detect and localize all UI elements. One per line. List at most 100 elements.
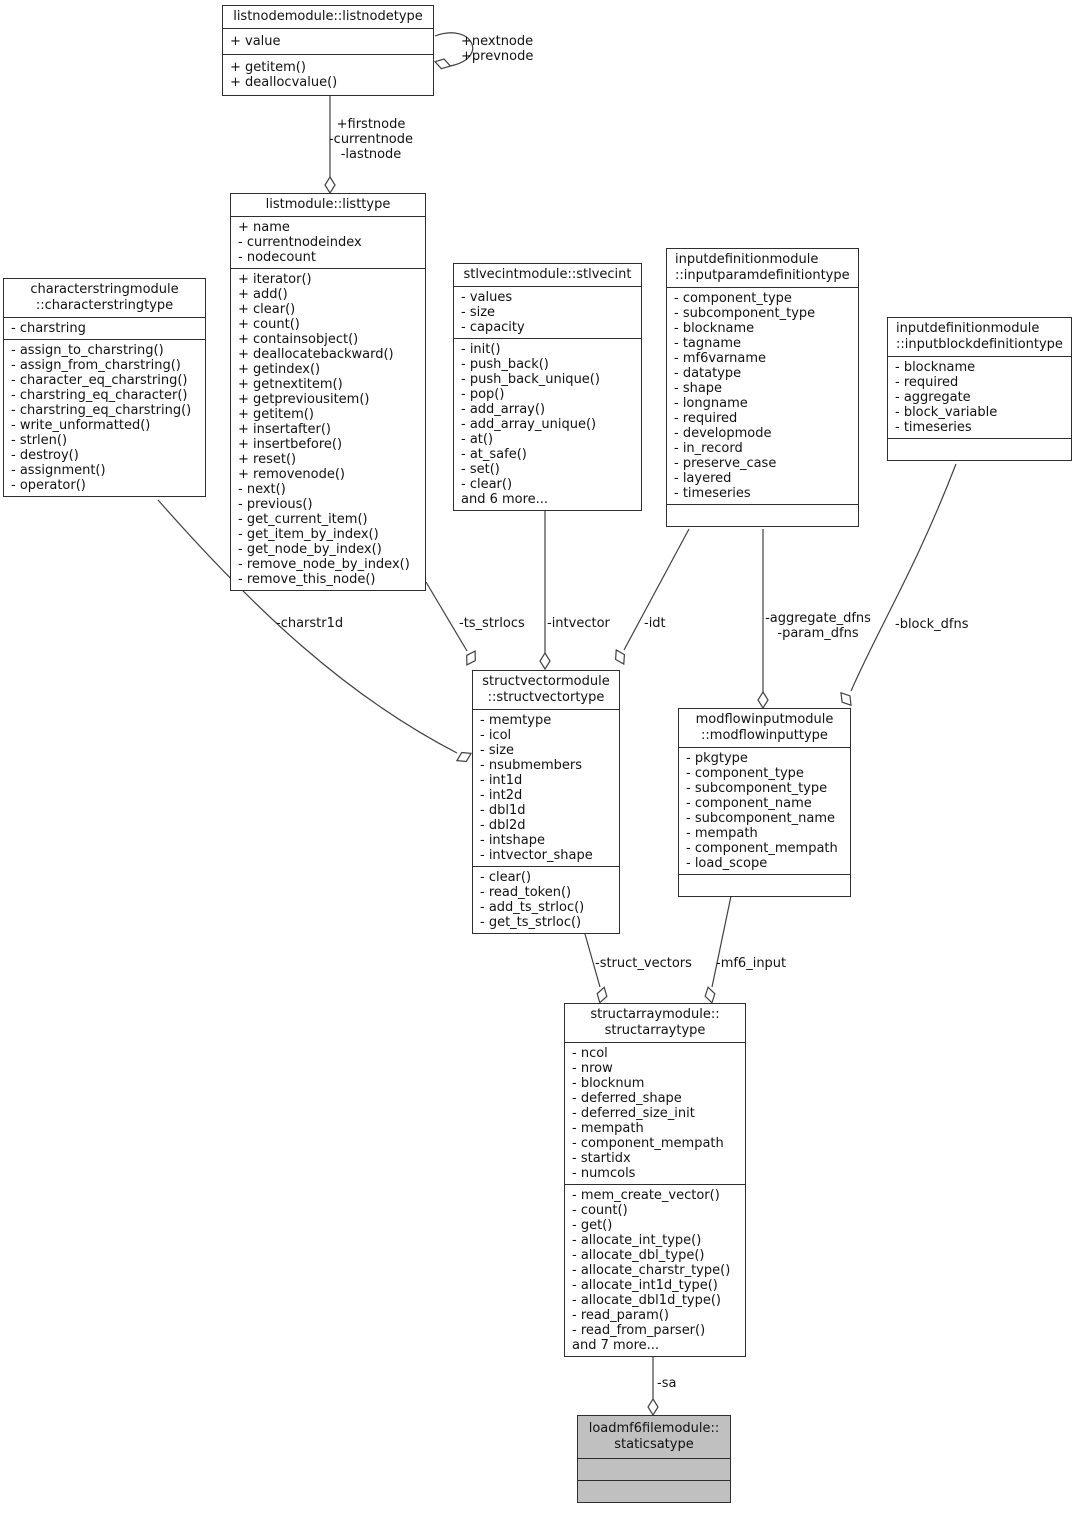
class-node-stlvecint[interactable]: stlvecintmodule::stlvecint - values- siz… xyxy=(453,263,642,511)
attribute: - blockname xyxy=(674,321,755,336)
attribute: - deferred_size_init xyxy=(572,1106,695,1121)
class-title: listmodule::listtype xyxy=(231,194,425,217)
edge-label-mf6-input: -mf6_input xyxy=(716,956,787,971)
attribute: - capacity xyxy=(461,320,525,335)
method: + getindex() xyxy=(238,362,321,377)
edge-line xyxy=(434,32,474,67)
class-node-modflowinputtype[interactable]: modflowinputmodule ::modflowinputtype - … xyxy=(678,708,851,897)
method: - at() xyxy=(461,432,494,447)
attribute: - size xyxy=(480,743,515,758)
aggregation-diamond-icon xyxy=(596,986,608,1004)
attribute: - timeseries xyxy=(895,420,972,435)
edge-struct-vectors xyxy=(584,933,608,1004)
aggregation-diamond-icon xyxy=(840,691,852,707)
methods-list xyxy=(578,1480,730,1502)
class-title: inputdefinitionmodule ::inputparamdefini… xyxy=(667,249,858,288)
class-title: listnodemodule::listnodetype xyxy=(223,6,433,29)
attribute: - subcomponent_name xyxy=(686,811,835,826)
methods-list xyxy=(888,438,1071,460)
attribute: - developmode xyxy=(674,426,772,441)
method: - write_unformatted() xyxy=(11,418,151,433)
class-node-characterstringtype[interactable]: characterstringmodule ::characterstringt… xyxy=(3,278,206,497)
edge-label-idt: -idt xyxy=(644,616,666,631)
edge-line xyxy=(584,933,601,988)
methods-list: + iterator()+ add()+ clear()+ count()+ c… xyxy=(231,268,425,590)
attribute: - icol xyxy=(480,728,512,743)
attribute: - component_mempath xyxy=(572,1136,724,1151)
class-title: stlvecintmodule::stlvecint xyxy=(454,264,641,287)
method: + deallocvalue() xyxy=(230,75,338,90)
edge-label-block-dfns: -block_dfns xyxy=(895,617,969,632)
attribute: - component_type xyxy=(674,291,792,306)
edge-line xyxy=(623,528,690,651)
attribute: - blockname xyxy=(895,360,976,375)
aggregation-diamond-icon xyxy=(757,690,769,710)
method: - get_node_by_index() xyxy=(238,542,382,557)
class-node-structarraytype[interactable]: structarraymodule:: structarraytype - nc… xyxy=(564,1003,746,1357)
method: + getnextitem() xyxy=(238,377,343,392)
class-title: structarraymodule:: structarraytype xyxy=(565,1004,745,1043)
attribute: - block_variable xyxy=(895,405,998,420)
method: - clear() xyxy=(461,477,513,492)
method: - destroy() xyxy=(11,448,79,463)
class-node-structvectortype[interactable]: structvectormodule ::structvectortype - … xyxy=(472,670,620,934)
aggregation-diamond-icon xyxy=(614,648,626,666)
method: + insertafter() xyxy=(238,422,331,437)
attribute: - intvector_shape xyxy=(480,848,593,863)
edge-label-sa: -sa xyxy=(657,1376,677,1391)
methods-list xyxy=(679,874,850,896)
attribute: - dbl1d xyxy=(480,803,526,818)
methods-list: + getitem()+ deallocvalue() xyxy=(223,54,433,95)
class-node-inputparamdefinitiontype[interactable]: inputdefinitionmodule ::inputparamdefini… xyxy=(666,248,859,527)
edge-line xyxy=(850,463,957,692)
method: - read_token() xyxy=(480,885,572,900)
attribute: - component_name xyxy=(686,796,812,811)
method: - charstring_eq_charstring() xyxy=(11,403,192,418)
edge-mf6-input xyxy=(704,895,732,1004)
method: - get_current_item() xyxy=(238,512,368,527)
method: - add_ts_strloc() xyxy=(480,900,585,915)
class-title: characterstringmodule ::characterstringt… xyxy=(4,279,205,318)
class-node-listtype[interactable]: listmodule::listtype + name- currentnode… xyxy=(230,193,426,591)
attribute: - mempath xyxy=(572,1121,644,1136)
class-node-inputblockdefinitiontype[interactable]: inputdefinitionmodule ::inputblockdefini… xyxy=(887,317,1072,461)
attribute: - intshape xyxy=(480,833,545,848)
class-node-listnodetype[interactable]: listnodemodule::listnodetype + value + g… xyxy=(222,5,434,96)
method: and 7 more... xyxy=(572,1338,660,1353)
attribute: - startidx xyxy=(572,1151,631,1166)
attribute: - longname xyxy=(674,396,748,411)
attribute: - nsubmembers xyxy=(480,758,583,773)
attribute: - subcomponent_type xyxy=(686,781,828,796)
method: + getitem() xyxy=(238,407,314,422)
method: - mem_create_vector() xyxy=(572,1188,720,1203)
attributes-list: - charstring xyxy=(4,318,205,339)
attributes-list: - ncol- nrow- blocknum- deferred_shape- … xyxy=(565,1043,745,1184)
method: - allocate_int_type() xyxy=(572,1233,702,1248)
method: - allocate_dbl1d_type() xyxy=(572,1293,721,1308)
class-title: structvectormodule ::structvectortype xyxy=(473,671,619,710)
edge-label-intvector: -intvector xyxy=(547,616,610,631)
edge-line xyxy=(711,895,732,988)
method: - init() xyxy=(461,342,501,357)
class-node-staticsatype-current: loadmf6filemodule:: staticsatype xyxy=(577,1415,731,1503)
attribute: - datatype xyxy=(674,366,742,381)
method: + removenode() xyxy=(238,467,345,482)
attribute: - memtype xyxy=(480,713,552,728)
method: - allocate_charstr_type() xyxy=(572,1263,731,1278)
attribute: - preserve_case xyxy=(674,456,777,471)
edge-line xyxy=(425,581,468,652)
class-title: loadmf6filemodule:: staticsatype xyxy=(578,1416,730,1459)
method: - count() xyxy=(572,1203,628,1218)
aggregation-diamond-icon xyxy=(704,986,716,1004)
method: - remove_this_node() xyxy=(238,572,376,587)
class-title: inputdefinitionmodule ::inputblockdefini… xyxy=(888,318,1071,357)
attribute: - required xyxy=(895,375,959,390)
attribute: - in_record xyxy=(674,441,743,456)
attribute: - deferred_shape xyxy=(572,1091,682,1106)
edge-label-aggregate-param-dfns: -aggregate_dfns -param_dfns xyxy=(765,611,871,642)
method: - get() xyxy=(572,1218,613,1233)
method: - read_from_parser() xyxy=(572,1323,706,1338)
attribute: + value xyxy=(230,34,281,49)
method: + count() xyxy=(238,317,300,332)
method: - add_array_unique() xyxy=(461,417,597,432)
